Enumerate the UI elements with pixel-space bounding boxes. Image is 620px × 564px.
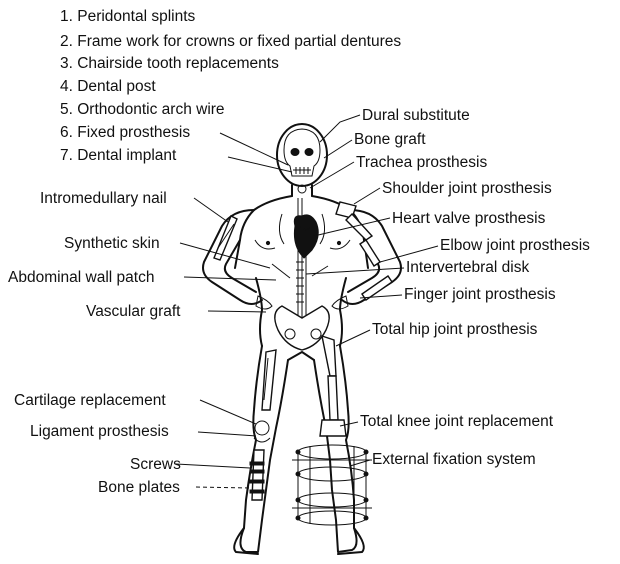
label-synthetic-skin: Synthetic skin: [64, 235, 160, 252]
label-elbow-joint-prosthesis: Elbow joint prosthesis: [440, 237, 590, 254]
human-figure: [203, 124, 401, 554]
label-intervertebral-disk: Intervertebral disk: [406, 259, 529, 276]
label-external-fixation-system: External fixation system: [372, 451, 536, 468]
label-total-hip-joint-prosthesis: Total hip joint prosthesis: [372, 321, 538, 338]
label-bone-graft: Bone graft: [354, 131, 426, 148]
dental-item-2: 2. Frame work for crowns or fixed partia…: [60, 33, 401, 50]
label-vascular-graft: Vascular graft: [86, 303, 181, 320]
label-bone-plates: Bone plates: [98, 479, 180, 496]
label-finger-joint-prosthesis: Finger joint prosthesis: [404, 286, 556, 303]
label-cartilage-replacement: Cartilage replacement: [14, 392, 166, 409]
label-abdominal-wall-patch: Abdominal wall patch: [8, 269, 154, 286]
label-screws: Screws: [130, 456, 181, 473]
skull-icon: [284, 129, 320, 176]
eye-socket-left: [291, 149, 299, 156]
label-heart-valve-prosthesis: Heart valve prosthesis: [392, 210, 546, 227]
label-trachea-prosthesis: Trachea prosthesis: [356, 154, 487, 171]
eye-socket-right: [305, 149, 313, 156]
label-dural-substitute: Dural substitute: [362, 107, 470, 124]
dental-item-4: 4. Dental post: [60, 78, 156, 95]
right-labels: Dural substitute Bone graft Trachea pros…: [354, 107, 590, 468]
label-shoulder-joint-prosthesis: Shoulder joint prosthesis: [382, 180, 552, 197]
left-labels: Intromedullary nail Synthetic skin Abdom…: [8, 190, 181, 496]
label-total-knee-joint-replacement: Total knee joint replacement: [360, 413, 554, 430]
dental-item-1: 1. Peridontal splints: [60, 8, 196, 25]
dental-item-3: 3. Chairside tooth replacements: [60, 55, 279, 72]
dental-item-6: 6. Fixed prosthesis: [60, 124, 190, 141]
label-intromedullary-nail: Intromedullary nail: [40, 190, 167, 207]
dental-item-7: 7. Dental implant: [60, 147, 177, 164]
dental-item-5: 5. Orthodontic arch wire: [60, 101, 225, 118]
label-ligament-prosthesis: Ligament prosthesis: [30, 423, 169, 440]
